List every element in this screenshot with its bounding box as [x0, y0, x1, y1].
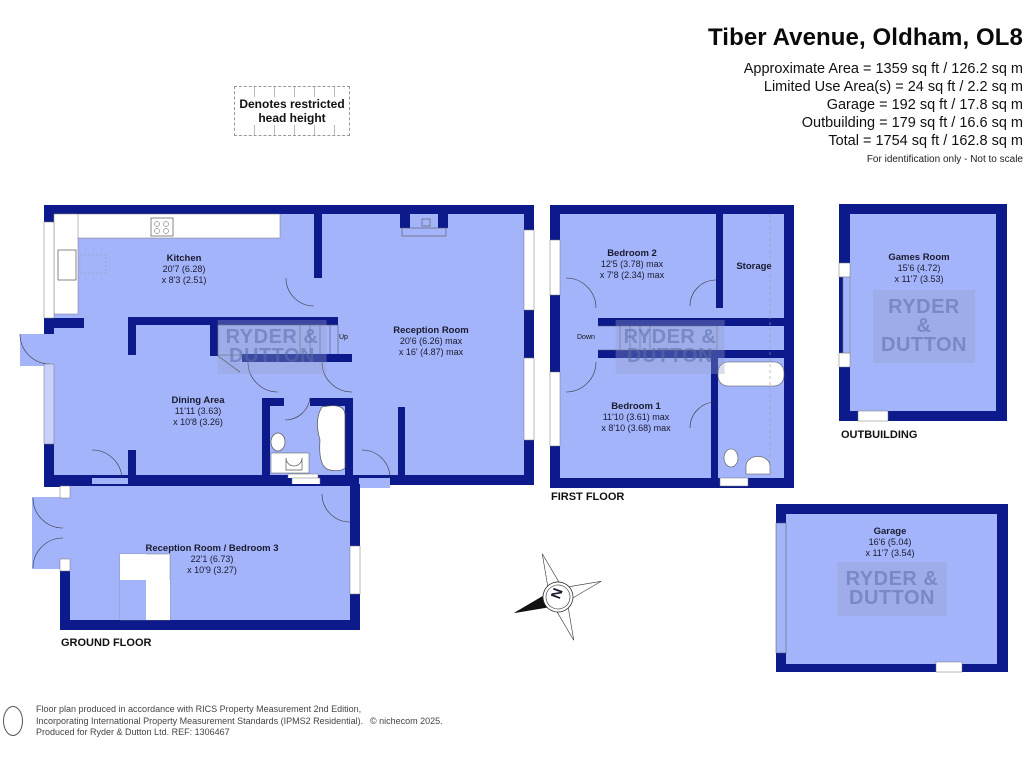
stairs-down-label: Down [577, 334, 595, 341]
room-garage: Garage 16'6 (5.04) x 11'7 (3.54) [865, 526, 915, 558]
outbuilding-plan [838, 204, 1007, 422]
footer-disclaimer: Floor plan produced in accordance with R… [36, 704, 443, 739]
room-storage: Storage [736, 261, 772, 272]
total-area: Total = 1754 sq ft / 162.8 sq m [828, 133, 1023, 149]
first-floor-label: FIRST FLOOR [551, 491, 625, 503]
room-dining-area: Dining Area 11'11 (3.63) x 10'8 (3.26) [171, 395, 225, 427]
footer-line-2: Incorporating International Property Mea… [36, 715, 364, 726]
watermark-outbuilding: RYDER &DUTTON [873, 290, 975, 363]
footer-line-3: Produced for Ryder & Dutton Ltd. REF: 13… [36, 727, 230, 737]
room-bedroom-1: Bedroom 1 11'10 (3.61) max x 8'10 (3.68)… [601, 401, 671, 433]
outbuilding-label: OUTBUILDING [841, 429, 918, 441]
stairs-up-label: Up [339, 334, 348, 341]
ground-floor-plan [19, 205, 535, 488]
property-title: Tiber Avenue, Oldham, OL8 [707, 24, 1023, 51]
first-floor-plan [549, 205, 794, 488]
legend-label: Denotes restricted head height [235, 97, 349, 125]
room-games-room: Games Room 15'6 (4.72) x 11'7 (3.53) [888, 252, 950, 284]
ground-floor-label: GROUND FLOOR [61, 637, 152, 649]
watermark-ground-floor: RYDER &DUTTON [217, 320, 327, 374]
garage-area: Garage = 192 sq ft / 17.8 sq m [826, 97, 1023, 113]
approximate-area: Approximate Area = 1359 sq ft / 126.2 sq… [743, 61, 1023, 77]
room-reception: Reception Room 20'6 (6.26) max x 16' (4.… [393, 325, 469, 357]
ground-floor-lower-plan [32, 484, 361, 630]
compass-icon [514, 553, 602, 641]
garage-plan [775, 504, 1008, 673]
watermark-garage: RYDER &DUTTON [837, 562, 947, 616]
area-summary: Approximate Area = 1359 sq ft / 126.2 sq… [744, 60, 1023, 167]
room-kitchen: Kitchen 20'7 (6.28) x 8'3 (2.51) [161, 253, 207, 285]
watermark-first-floor: RYDER &DUTTON [615, 320, 725, 374]
person-icon [3, 706, 23, 736]
room-bedroom-2: Bedroom 2 12'5 (3.78) max x 7'8 (2.34) m… [599, 248, 665, 280]
scale-disclaimer: For identification only - Not to scale [866, 154, 1023, 165]
outbuilding-area: Outbuilding = 179 sq ft / 16.6 sq m [801, 115, 1023, 131]
footer-line-1: Floor plan produced in accordance with R… [36, 704, 362, 714]
limited-use-area: Limited Use Area(s) = 24 sq ft / 2.2 sq … [763, 79, 1023, 95]
room-reception-bedroom-3: Reception Room / Bedroom 3 22'1 (6.73) x… [145, 543, 279, 575]
restricted-height-legend: Denotes restricted head height [234, 86, 350, 136]
footer-copyright: © nichecom 2025. [370, 715, 443, 726]
